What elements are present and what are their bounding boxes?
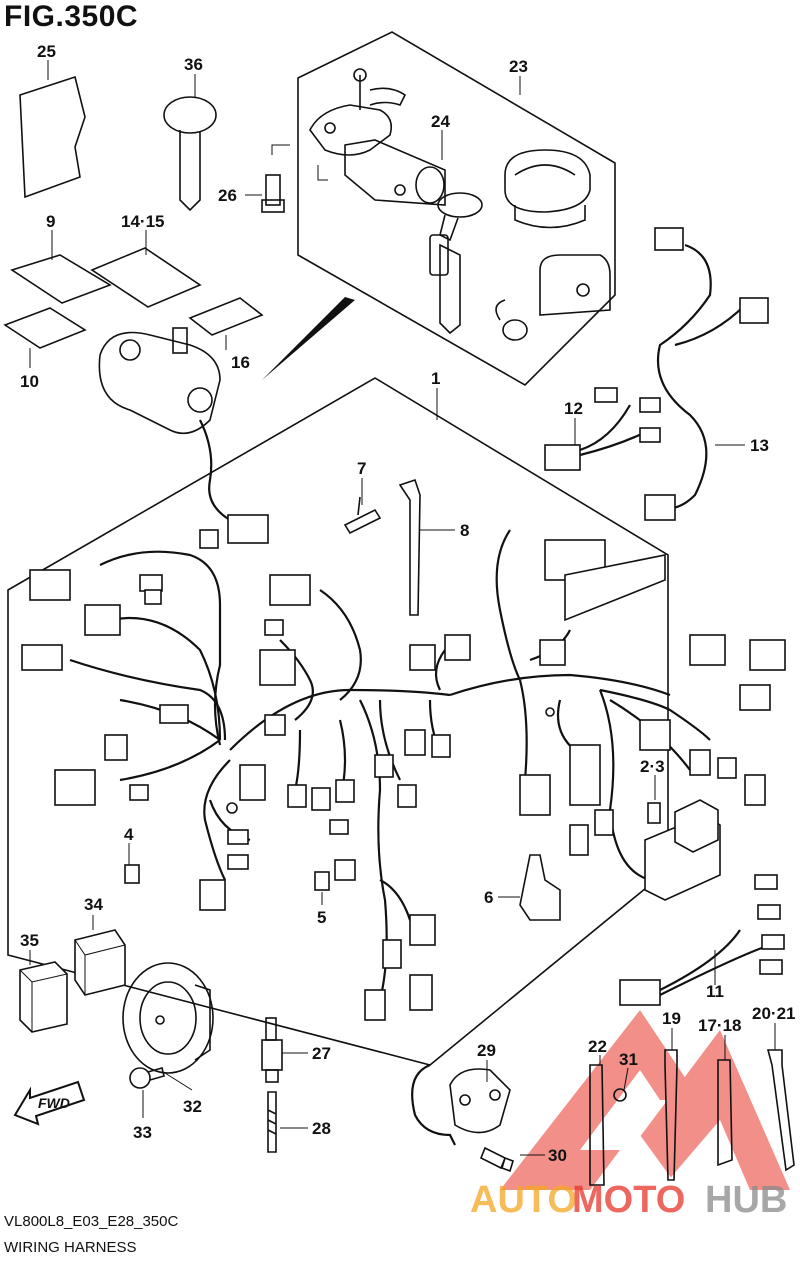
sticker-9 — [10, 254, 112, 304]
label-6: 6 — [484, 888, 493, 907]
lock-set-box — [297, 31, 616, 386]
label-22: 22 — [588, 1037, 607, 1056]
sensor-part-6 — [519, 854, 561, 921]
fwd-label: FWD — [38, 1095, 70, 1111]
label-24: 24 — [431, 112, 450, 131]
sticker-14-15 — [90, 247, 202, 308]
leader-lines — [29, 60, 776, 1156]
tie-part-20-21 — [766, 1049, 795, 1172]
sticker-10 — [3, 307, 87, 349]
key-part-36 — [163, 96, 217, 212]
label-27: 27 — [312, 1044, 331, 1063]
sub-harness-13 — [644, 227, 769, 521]
label-35: 35 — [20, 931, 39, 950]
clamp-part-22 — [589, 1064, 605, 1186]
watermark-logo — [500, 1010, 790, 1190]
label-28: 28 — [312, 1119, 331, 1138]
screw-part-31 — [613, 1088, 627, 1102]
label-1: 1 — [431, 369, 440, 388]
label-23: 23 — [509, 57, 528, 76]
label-25: 25 — [37, 42, 56, 61]
label-29: 29 — [477, 1041, 496, 1060]
relay-part-35 — [19, 961, 68, 1033]
label-34: 34 — [84, 895, 103, 914]
label-8: 8 — [460, 521, 469, 540]
steering-lock-part — [98, 327, 221, 435]
connector-part-4 — [124, 864, 140, 884]
label-16: 16 — [231, 353, 250, 372]
pointer-arrow-icon — [262, 297, 355, 380]
horn-part-32 — [122, 962, 214, 1074]
footer-name: WIRING HARNESS — [4, 1239, 137, 1256]
sub-harness-12 — [544, 387, 661, 471]
fwd-arrow-icon: FWD — [13, 1080, 86, 1126]
label-5: 5 — [317, 908, 326, 927]
harness-wires — [69, 419, 711, 1001]
clip-part-7 — [343, 496, 382, 535]
label-33: 33 — [133, 1123, 152, 1142]
label-17-18: 17·18 — [698, 1016, 741, 1035]
label-12: 12 — [564, 399, 583, 418]
label-32: 32 — [183, 1097, 202, 1116]
switch-part-27 — [261, 1017, 283, 1083]
label-19: 19 — [662, 1009, 681, 1028]
footer-code: VL800L8_E03_E28_350C — [4, 1213, 179, 1230]
watermark-part3: HUB — [705, 1179, 787, 1221]
label-31: 31 — [619, 1050, 638, 1069]
sensor-part-29 — [411, 1063, 511, 1146]
tie-part-17-18 — [717, 1059, 733, 1167]
connector-part-5 — [314, 871, 330, 891]
callout-labels: 25 36 26 23 24 9 14·15 10 16 1 12 13 7 8… — [20, 42, 795, 1165]
watermark-text: AUTO MOTO HUB — [470, 1179, 787, 1221]
label-2-3: 2·3 — [640, 757, 665, 776]
harness-connectors — [21, 514, 786, 1021]
watermark-part1: AUTO — [470, 1179, 577, 1221]
label-14-15: 14·15 — [121, 212, 164, 231]
spring-part-28 — [267, 1091, 277, 1153]
bolt-part-33 — [129, 1067, 165, 1089]
bolt-part-26 — [261, 174, 285, 213]
label-11: 11 — [706, 982, 724, 1001]
label-20-21: 20·21 — [752, 1004, 795, 1023]
label-26: 26 — [218, 186, 237, 205]
label-9: 9 — [46, 212, 55, 231]
relay-part-34 — [74, 929, 126, 996]
sub-harness-11 — [619, 874, 785, 1006]
label-7: 7 — [357, 459, 366, 478]
label-13: 13 — [750, 436, 769, 455]
sticker-16 — [188, 297, 264, 336]
watermark-part2: MOTO — [572, 1179, 685, 1221]
label-10: 10 — [20, 372, 39, 391]
figure-title: FIG.350C — [4, 0, 139, 33]
label-4: 4 — [124, 825, 134, 844]
tie-part-19 — [664, 1049, 678, 1181]
tie-part-8 — [398, 478, 421, 616]
plate-part-25 — [19, 75, 86, 199]
bolt-part-30 — [479, 1146, 514, 1173]
label-36: 36 — [184, 55, 203, 74]
label-30: 30 — [548, 1146, 567, 1165]
